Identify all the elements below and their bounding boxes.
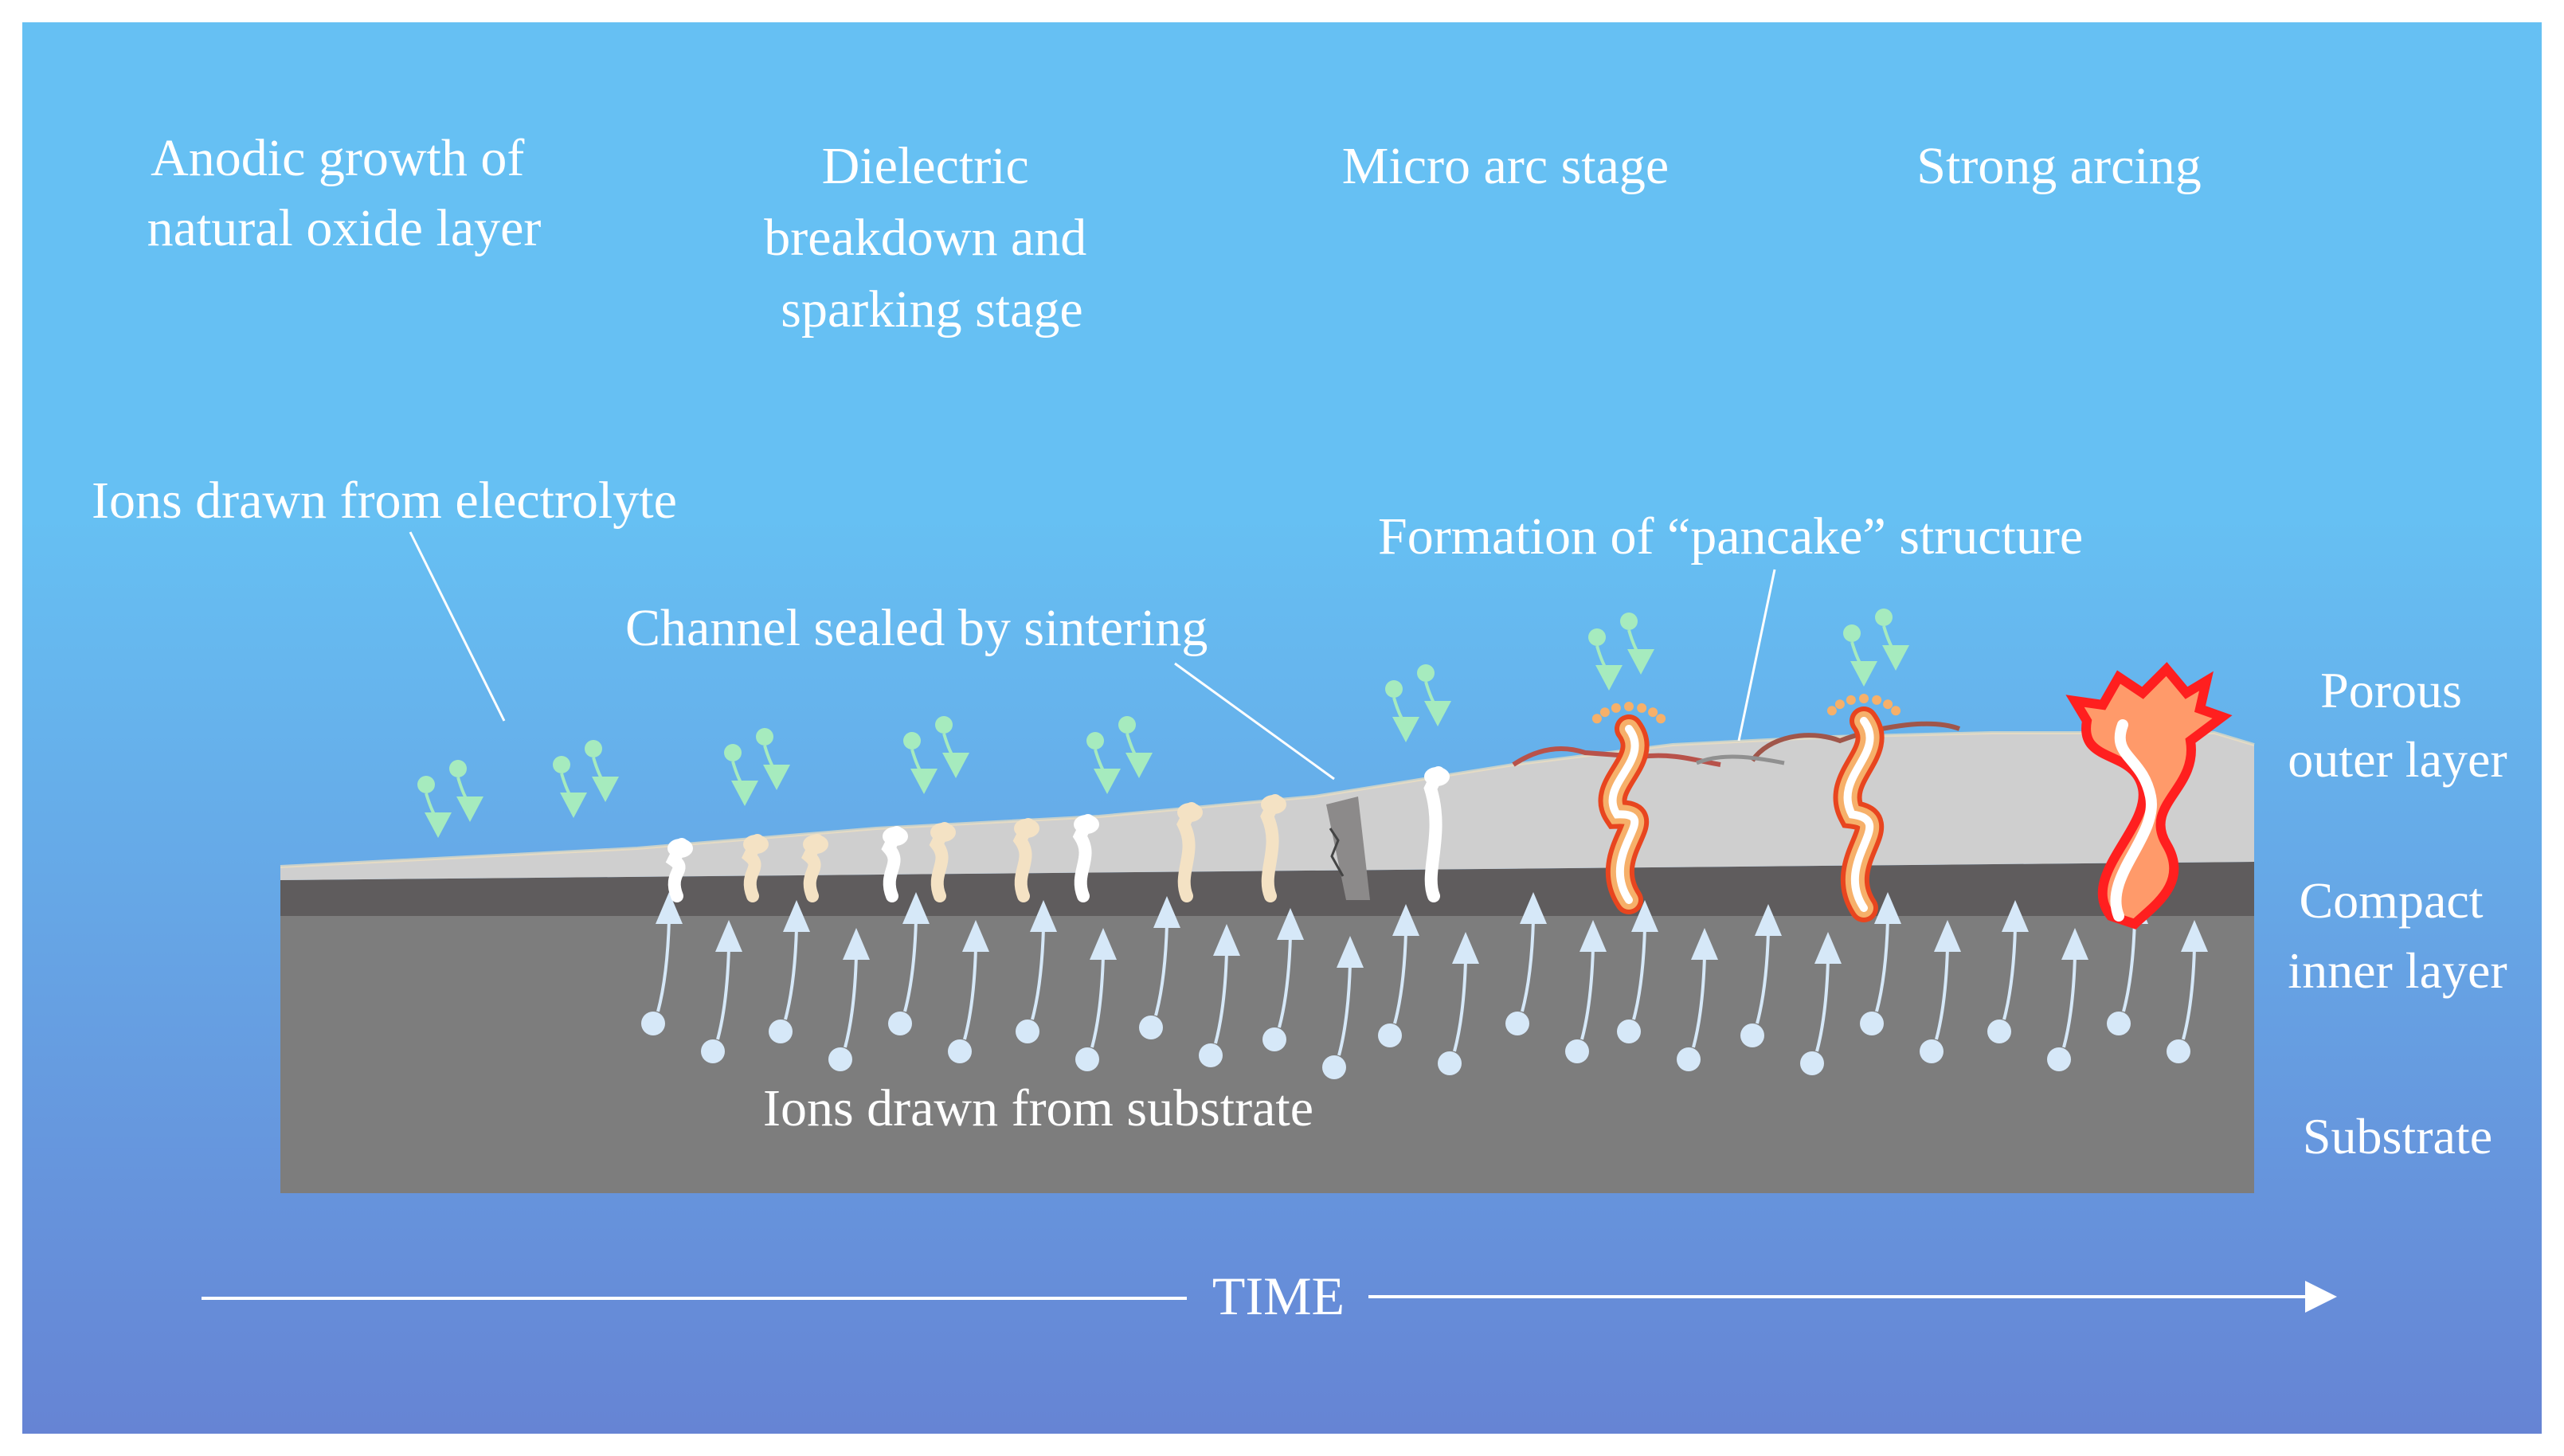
substrate-ion-icon	[2047, 928, 2088, 1071]
spark-channel-icon	[1423, 766, 1450, 902]
electrolyte-ion-icon	[1385, 680, 1419, 742]
electrolyte-ion-icon	[756, 728, 790, 790]
substrate-ion-icon	[641, 892, 683, 1035]
layer-label-substrate: Substrate	[2303, 1108, 2492, 1164]
time-axis-label: TIME	[1212, 1266, 1345, 1326]
spark-channel-icon	[1012, 818, 1039, 902]
micro-arc-spark-icon	[1826, 694, 1901, 922]
callout-substrate-ions: Ions drawn from substrate	[763, 1079, 1313, 1137]
spark-channel-icon	[1260, 794, 1286, 902]
electrolyte-ion-icon	[903, 732, 938, 794]
substrate-ion-icon	[1987, 900, 2029, 1043]
substrate-ion-icon	[1139, 896, 1180, 1039]
substrate-ion-icon	[1322, 936, 1364, 1079]
substrate-ion-icon	[948, 920, 989, 1063]
spark-channel-icon	[801, 834, 828, 902]
substrate-ion-icon	[701, 920, 742, 1063]
electrolyte-ion-icon	[417, 776, 452, 838]
substrate-ion-icon	[1677, 928, 1718, 1071]
substrate-ion-icon	[1565, 920, 1607, 1063]
substrate-ion-icon	[1199, 924, 1240, 1067]
electrolyte-ion-icon	[585, 740, 619, 802]
substrate-ion-icon	[1505, 892, 1547, 1035]
sparks-group	[665, 694, 1901, 922]
substrate-ion-icon	[1800, 932, 1842, 1075]
electrolyte-ion-icon	[1843, 624, 1877, 687]
stage-heading-dielectric-breakdown: Dielectric breakdown and sparking stage	[764, 137, 1100, 339]
electrolyte-ion-icon	[1086, 732, 1121, 794]
substrate-ion-icon	[1438, 932, 1479, 1075]
callout-pancake: Formation of “pancake” structure	[1378, 507, 2083, 566]
substrate-ion-icon	[1262, 908, 1304, 1051]
substrate-ion-icon	[1075, 928, 1117, 1071]
layer-label-porous: Porous outer layer	[2288, 662, 2507, 788]
substrate-ion-icon	[1617, 900, 1658, 1043]
spark-channel-icon	[1176, 802, 1203, 902]
sealed-channel	[1326, 796, 1370, 900]
electrolyte-ion-icon	[1875, 609, 1909, 671]
substrate-ion-icon	[769, 900, 810, 1043]
spark-channel-icon	[1072, 814, 1099, 902]
electrolyte-ion-icon	[553, 756, 587, 818]
electrolyte-ion-icon	[449, 760, 483, 822]
substrate-ion-icon	[1378, 904, 1419, 1047]
callout-channel-sealed: Channel sealed by sintering	[625, 599, 1208, 657]
spark-channel-icon	[665, 838, 693, 902]
stage-heading-strong-arcing: Strong arcing	[1916, 137, 2201, 195]
stage-heading-micro-arc: Micro arc stage	[1342, 137, 1669, 195]
electrolyte-ion-icon	[1620, 613, 1654, 675]
electrolyte-ion-icon	[1118, 716, 1153, 778]
substrate-ion-icon	[888, 892, 930, 1035]
substrate-ions-group	[641, 892, 2208, 1079]
spark-channel-icon	[742, 834, 769, 902]
spark-channel-icon	[881, 826, 908, 902]
substrate-ion-icon	[1860, 892, 1901, 1035]
electrolyte-ion-icon	[935, 716, 969, 778]
substrate-ion-icon	[2167, 920, 2208, 1063]
spark-channel-icon	[929, 822, 956, 902]
substrate-ion-icon	[1740, 904, 1782, 1047]
callout-pancake-leader	[1737, 569, 1776, 742]
callout-channel-sealed-leader	[1174, 662, 1335, 781]
micro-arc-spark-icon	[1591, 702, 1666, 914]
strong-arc	[2065, 662, 2233, 930]
substrate-ion-icon	[828, 928, 870, 1071]
layer-label-compact: Compact inner layer	[2288, 872, 2507, 999]
electrolyte-ions-group	[417, 609, 1909, 838]
substrate-ion-icon	[1016, 900, 1057, 1043]
electrolyte-ion-icon	[724, 744, 758, 806]
electrolyte-ion-icon	[1417, 664, 1451, 726]
callout-electrolyte-ions: Ions drawn from electrolyte	[92, 472, 677, 530]
stage-heading-anodic-growth: Anodic growth of natural oxide layer	[147, 129, 542, 257]
callout-electrolyte-ions-leader	[409, 531, 506, 722]
electrolyte-ion-icon	[1588, 628, 1623, 691]
substrate-ion-icon	[1920, 920, 1961, 1063]
